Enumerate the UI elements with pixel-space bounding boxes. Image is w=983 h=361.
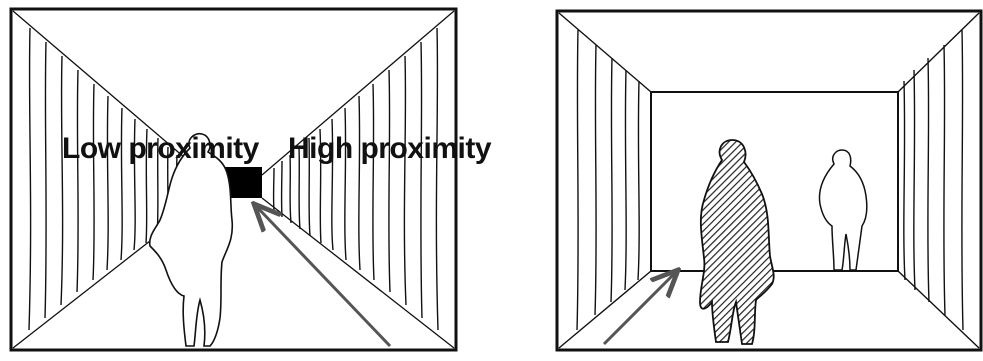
panel-low-proximity <box>9 7 458 352</box>
left-wall-stripes <box>576 29 640 331</box>
gaze-arrow-far <box>256 206 392 348</box>
room-perspective <box>558 12 980 349</box>
person-outline-far <box>818 149 868 271</box>
panel-high-proximity <box>555 9 983 352</box>
right-wall-stripes <box>903 29 964 331</box>
gaze-arrow-near <box>602 272 676 346</box>
person-hatched-near <box>699 139 775 345</box>
label-high-proximity: High proximity <box>288 132 492 165</box>
right-wall-stripes <box>272 27 439 331</box>
left-wall-stripes <box>28 27 195 331</box>
corridor-perspective <box>12 10 455 349</box>
label-low-proximity: Low proximity <box>62 132 259 165</box>
panel-frame <box>555 9 983 352</box>
person-outline-near <box>148 132 234 347</box>
